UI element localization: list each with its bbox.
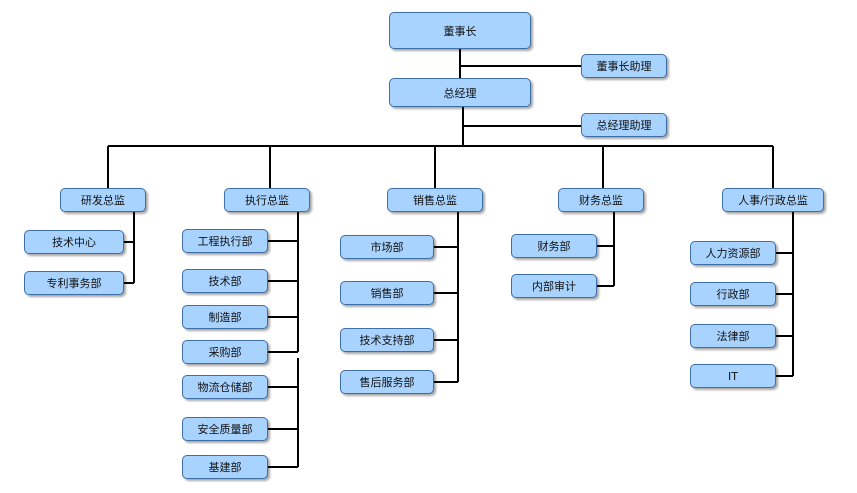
director-finance-box: 财务总监	[558, 188, 644, 212]
dept-market-box: 市场部	[340, 235, 434, 259]
dept-infrastructure-box: 基建部	[182, 455, 268, 479]
dept-finance-box: 财务部	[511, 234, 597, 258]
dept-admin-box: 行政部	[690, 282, 776, 306]
chairman-box: 董事长	[389, 12, 531, 49]
director-sales-box: 销售总监	[387, 188, 483, 212]
dept-tech-box: 技术部	[182, 269, 268, 293]
dept-legal-box: 法律部	[690, 324, 776, 348]
dept-patent-box: 专利事务部	[24, 271, 124, 295]
dept-logistics-box: 物流仓储部	[182, 375, 268, 399]
dept-audit-box: 内部审计	[511, 274, 597, 298]
dept-after-sales-box: 售后服务部	[340, 370, 434, 394]
dept-sales-box: 销售部	[340, 281, 434, 305]
dept-tech-center-box: 技术中心	[24, 230, 124, 254]
director-hr-admin-box: 人事/行政总监	[722, 188, 824, 212]
dept-safety-quality-box: 安全质量部	[182, 417, 268, 441]
dept-tech-support-box: 技术支持部	[340, 328, 434, 352]
director-exec-box: 执行总监	[224, 188, 310, 212]
dept-engineering-box: 工程执行部	[182, 229, 268, 253]
dept-it-box: IT	[690, 364, 776, 388]
general-manager-box: 总经理	[389, 78, 531, 107]
dept-procurement-box: 采购部	[182, 340, 268, 364]
director-rd-box: 研发总监	[60, 188, 146, 212]
dept-hr-box: 人力资源部	[690, 241, 776, 265]
dept-manufacturing-box: 制造部	[182, 305, 268, 329]
gm-assistant-box: 总经理助理	[581, 113, 667, 137]
chairman-assistant-box: 董事长助理	[581, 54, 667, 78]
